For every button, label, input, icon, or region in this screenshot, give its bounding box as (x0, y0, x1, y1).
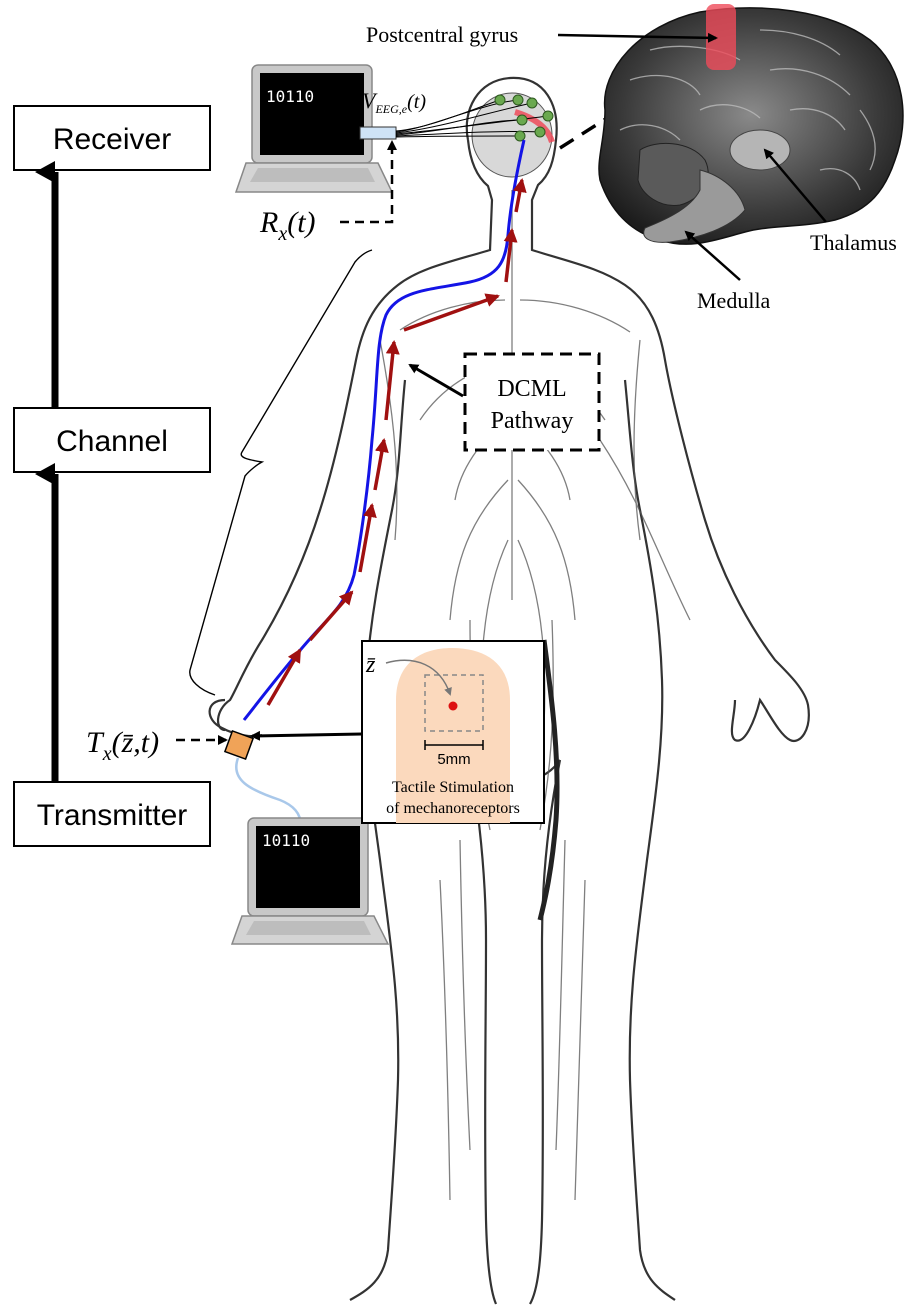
thalamus-region (730, 130, 790, 170)
dcml-arrow (410, 365, 463, 396)
brain-illustration (599, 4, 903, 244)
channel-brace (190, 250, 372, 695)
thalamus-label: Thalamus (810, 230, 897, 255)
dcml-line2: Pathway (491, 408, 574, 434)
tx-arg: (z̄,t) (112, 726, 160, 759)
torso-right (625, 380, 675, 1300)
legs-inner (470, 760, 560, 1304)
rx-label: Rx(t) (259, 206, 316, 245)
red-arrow (310, 592, 352, 640)
electrode (535, 127, 545, 137)
postcentral-label: Postcentral gyrus (366, 22, 518, 47)
tx-sub: x (102, 743, 112, 765)
laptop-bottom-keyboard (246, 921, 371, 935)
tx-label: Tx(z̄,t) (86, 726, 159, 765)
channel-label: Channel (56, 425, 168, 458)
electrode (515, 131, 525, 141)
laptop-top-screen (260, 73, 364, 155)
dcml-line1: DCML (497, 376, 566, 402)
inset-caption-1: Tactile Stimulation (392, 779, 514, 796)
transmitter-label: Transmitter (37, 799, 188, 832)
red-arrow (268, 650, 300, 705)
laptop-transmitter: 10110 (232, 818, 388, 944)
laptop-bottom-screen-text: 10110 (262, 831, 310, 850)
electrode (543, 111, 553, 121)
electrode (527, 98, 537, 108)
brain-cortex (599, 8, 903, 244)
electrode (517, 115, 527, 125)
dcml-box (465, 354, 599, 450)
rx-sub: x (277, 223, 287, 245)
rx-r: R (259, 206, 278, 239)
tactile-inset: z̄ 5mm Tactile Stimulation of mechanorec… (362, 641, 544, 823)
z-label: z̄ (365, 652, 376, 678)
laptop-receiver: 10110 (236, 65, 396, 192)
laptop-top-screen-text: 10110 (266, 87, 314, 106)
inset-arrow (252, 734, 362, 736)
red-arrow (375, 440, 384, 490)
red-arrow (404, 296, 498, 330)
laptop-top-keyboard (250, 168, 375, 182)
stim-point (449, 702, 458, 711)
eeg-amplifier (360, 127, 396, 139)
rx-t: (t) (287, 206, 315, 239)
medulla-label: Medulla (697, 288, 771, 313)
red-arrow (516, 180, 522, 212)
scale-label: 5mm (437, 751, 470, 768)
electrode (513, 95, 523, 105)
electrode (495, 95, 505, 105)
eeg-voltage-label: VEEG,e(t) (362, 88, 426, 116)
eeg-sub: EEG,e (374, 102, 407, 116)
eeg-t: (t) (407, 91, 426, 113)
inset-caption-2: of mechanoreceptors (386, 800, 520, 817)
receiver-label: Receiver (53, 123, 171, 156)
